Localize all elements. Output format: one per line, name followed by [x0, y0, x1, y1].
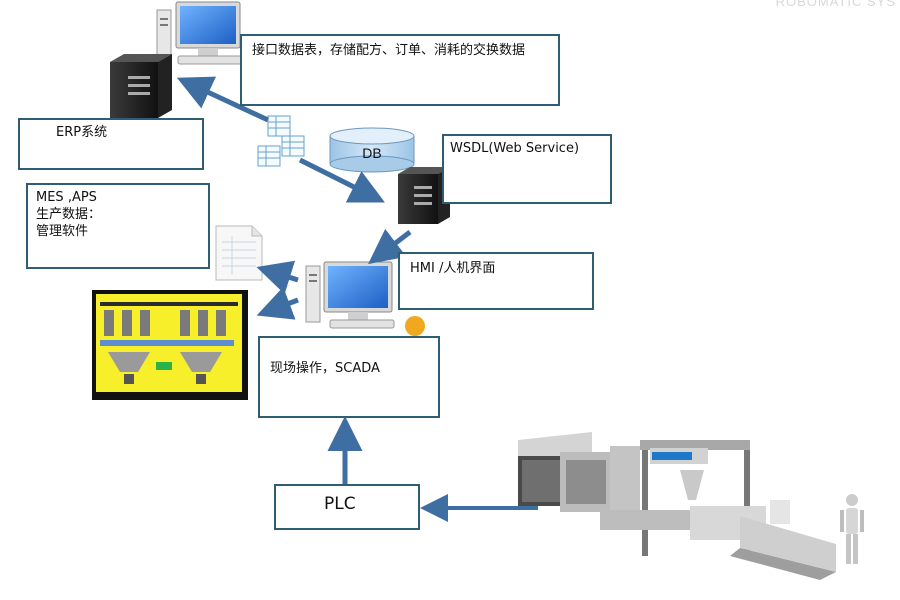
- interface-data-box: 接口数据表，存储配方、订单、消耗的交换数据: [240, 34, 560, 106]
- erp-server-icon: [110, 54, 172, 118]
- scada-label: 现场操作，SCADA: [270, 361, 380, 376]
- erp-box: ERP系统: [18, 118, 204, 170]
- arrow-hmi-to-document: [256, 260, 299, 295]
- hmi-box: HMI /人机界面: [398, 252, 594, 310]
- wsdl-label: WSDL(Web Service): [450, 141, 580, 156]
- interface-data-label: 接口数据表，存储配方、订单、消耗的交换数据: [252, 43, 526, 58]
- scada-box: 现场操作，SCADA: [258, 336, 440, 418]
- hmi-label: HMI /人机界面: [410, 261, 496, 276]
- arrow-tables-to-wsdl: [298, 157, 385, 203]
- arrows: [176, 76, 538, 522]
- spreadsheet-document-icon: [215, 225, 263, 281]
- erp-label: ERP系统: [56, 125, 108, 140]
- corner-watermark-text: ROBOMATIC SYS: [775, 0, 896, 9]
- plc-box: PLC: [274, 484, 420, 530]
- mes-label: MES ,APS 生产数据： 管理软件: [36, 190, 102, 239]
- wsdl-box: WSDL(Web Service): [442, 134, 612, 204]
- arrow-hmi-to-scada-screen: [256, 286, 299, 320]
- mes-box: MES ,APS 生产数据： 管理软件: [26, 183, 210, 269]
- arrow-tables-to-erp: [176, 76, 270, 123]
- data-table-icon: [257, 115, 305, 167]
- erp-workstation-icon: [156, 1, 243, 65]
- packaging-machine-image: [518, 432, 864, 580]
- database-icon: [329, 127, 415, 173]
- db-label: DB: [362, 145, 381, 161]
- plc-label: PLC: [324, 494, 356, 514]
- scada-screen-image: [92, 290, 248, 400]
- arrow-wsdl-to-hmi: [368, 228, 412, 265]
- hmi-workstation-icon: [305, 261, 395, 329]
